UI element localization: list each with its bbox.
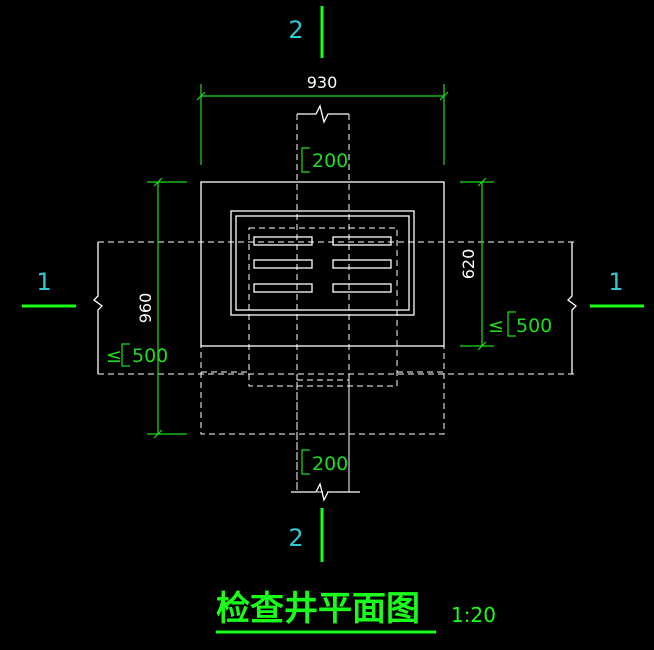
hidden-lines — [98, 114, 578, 493]
cover-frame-inner — [235, 215, 410, 311]
dim-top-width: 930 — [307, 73, 338, 92]
manhole-structure — [200, 181, 445, 347]
dim-left-pipe: 500 — [132, 345, 168, 367]
drawing-title: 检查井平面图 — [216, 589, 420, 629]
dim-right-pipe-leq: ≤ — [488, 315, 504, 337]
grate-bars — [253, 236, 392, 293]
break-symbols — [93, 104, 577, 502]
manhole-outer-wall — [200, 181, 445, 347]
dim-right-pipe: 500 — [516, 315, 552, 337]
cover-frame-outer — [230, 210, 415, 316]
section-label-left: 1 — [36, 268, 51, 296]
section-label-bottom: 2 — [288, 524, 303, 552]
dim-right-height: 620 — [459, 249, 478, 280]
dim-left-pipe-leq: ≤ — [106, 345, 122, 367]
drawing-scale: 1:20 — [451, 603, 496, 627]
dimension-lines — [121, 84, 516, 475]
section-markers — [22, 6, 644, 562]
dim-top-pipe: 200 — [312, 150, 348, 172]
dim-left-height: 960 — [136, 293, 155, 324]
dim-bottom-pipe: 200 — [312, 453, 348, 475]
section-label-right: 1 — [608, 268, 623, 296]
section-label-top: 2 — [288, 16, 303, 44]
